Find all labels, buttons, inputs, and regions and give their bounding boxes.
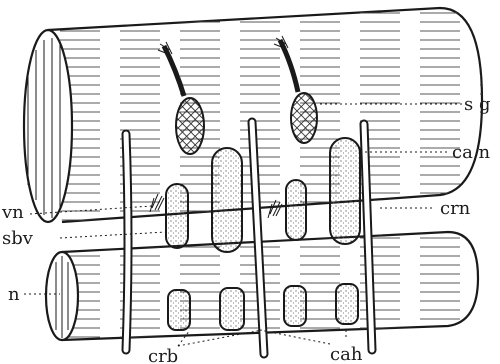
label-cah: cah xyxy=(260,330,363,364)
svg-text:s g: s g xyxy=(464,94,490,115)
svg-text:cah: cah xyxy=(330,344,363,364)
label-crn: crn xyxy=(380,198,471,219)
svg-text:ca n: ca n xyxy=(452,142,491,163)
label-sbv: sbv xyxy=(2,228,166,249)
svg-text:vn: vn xyxy=(1,202,24,223)
svg-text:crn: crn xyxy=(440,198,471,219)
svg-text:sbv: sbv xyxy=(2,228,34,249)
svg-text:crb: crb xyxy=(148,346,178,364)
svg-text:n: n xyxy=(8,284,20,305)
lower-nerve-cord xyxy=(46,225,490,355)
